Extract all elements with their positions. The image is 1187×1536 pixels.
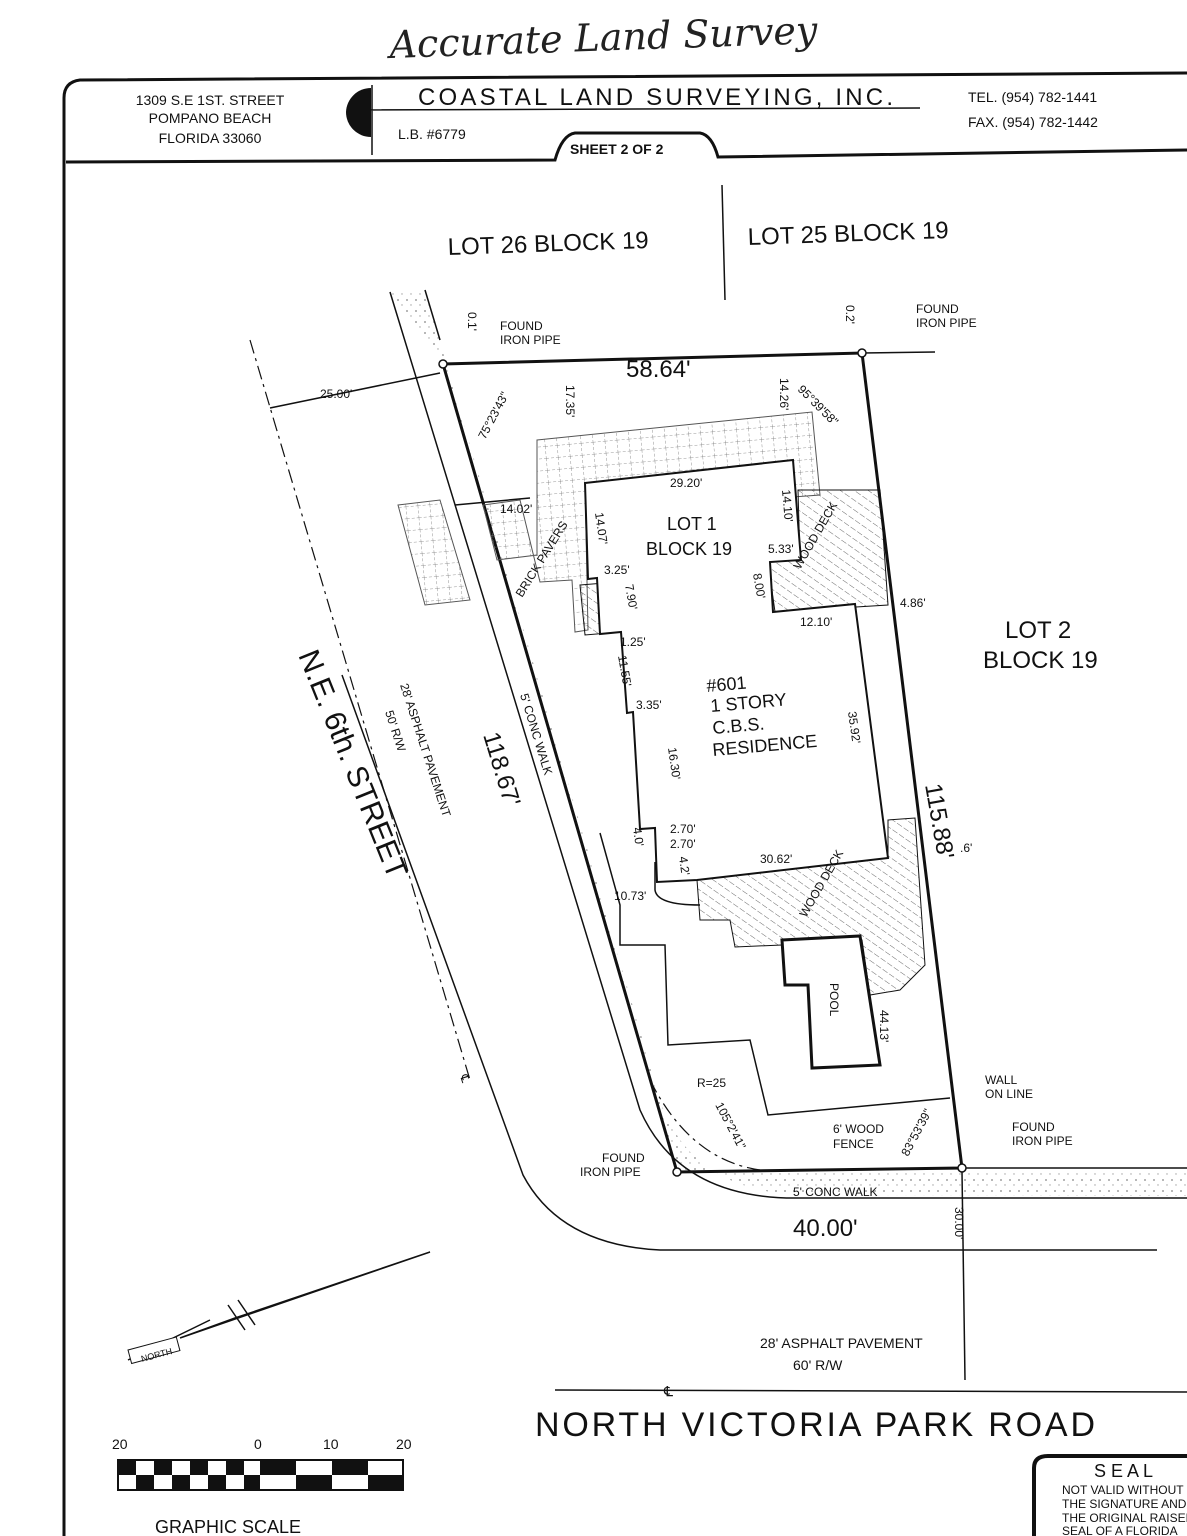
residence-footprint <box>583 458 890 884</box>
lot-25-label: LOT 25 BLOCK 19 <box>747 217 949 251</box>
wood-fence <box>454 497 951 1116</box>
dimension: 5.33' <box>768 542 794 556</box>
company-name: COASTAL LAND SURVEYING, INC. <box>418 84 893 111</box>
license-number: L.B. #6779 <box>398 126 466 142</box>
dimension: 30.00' <box>952 1207 966 1239</box>
seal-text: THE ORIGINAL RAISED <box>1062 1511 1187 1525</box>
telephone: TEL. (954) 782-1441 <box>968 89 1097 105</box>
dimension: 10.73' <box>614 889 646 903</box>
north-line-dimension: 58.64' <box>626 356 691 383</box>
dimension: 0.2' <box>843 305 857 324</box>
angle: 75°23'43" <box>475 389 511 441</box>
dimension: 8.00' <box>750 572 768 600</box>
dimension: 14.07' <box>592 511 610 545</box>
dimension: 30.62' <box>760 852 792 866</box>
dimension: 14.26' <box>777 378 791 410</box>
fax: FAX. (954) 782-1442 <box>968 114 1098 130</box>
iron-pipe-icon <box>438 359 448 369</box>
dimension: 17.35' <box>563 385 577 417</box>
residence-label: C.B.S. <box>712 714 766 738</box>
dimension: 2.70' <box>670 837 696 851</box>
dimension: 44.13' <box>877 1010 891 1042</box>
street-pavement: 28' ASPHALT PAVEMENT <box>760 1335 923 1351</box>
dimension: 7.90' <box>622 583 640 611</box>
label: IRON PIPE <box>500 333 561 347</box>
dimension: 12.10' <box>800 615 832 629</box>
scale-tick: 20 <box>112 1436 128 1452</box>
label: WALL <box>985 1073 1018 1087</box>
lot-1-block: BLOCK 19 <box>646 539 732 559</box>
address-line: 1309 S.E 1ST. STREET <box>136 92 285 108</box>
dimension: 4.0' <box>630 826 647 847</box>
seal-text: THE SIGNATURE AND <box>1062 1497 1187 1511</box>
dimension: 1.25' <box>620 635 646 649</box>
label: IRON PIPE <box>1012 1134 1073 1148</box>
scale-tick: 0 <box>254 1436 262 1452</box>
street-name-north-victoria-park: NORTH VICTORIA PARK ROAD <box>535 1406 1095 1444</box>
iron-pipe-icon <box>857 348 867 358</box>
scale-tick: 10 <box>323 1436 339 1452</box>
seal-text: SEAL OF A FLORIDA <box>1062 1524 1178 1536</box>
seal-title: S E A L <box>1094 1461 1153 1481</box>
west-line-dimension: 118.67' <box>477 729 525 810</box>
seal-text: NOT VALID WITHOUT <box>1062 1483 1184 1497</box>
street-pavement: 28' ASPHALT PAVEMENT <box>397 682 454 820</box>
label: R=25 <box>697 1076 726 1090</box>
label: FOUND <box>1012 1120 1055 1134</box>
dimension: 25.00' <box>320 387 352 401</box>
dimension: 14.10' <box>779 489 796 522</box>
dimension: 16.30' <box>665 746 683 780</box>
north-arrow-icon: NORTH <box>127 1251 431 1365</box>
pool <box>780 934 882 1070</box>
centerline-symbol: ℄ <box>663 1383 673 1399</box>
label: FOUND <box>500 319 543 333</box>
seal-box: S E A L NOT VALID WITHOUT THE SIGNATURE … <box>1032 1454 1187 1536</box>
street-right-of-way: 60' R/W <box>793 1357 843 1373</box>
scale-title: GRAPHIC SCALE <box>155 1517 301 1536</box>
street-name-ne-6th: N.E. 6th. STREET <box>292 645 414 883</box>
centerline-symbol: ℄ <box>457 1072 473 1085</box>
iron-pipe-icon <box>672 1167 682 1177</box>
label: 6' WOOD <box>833 1122 884 1136</box>
dimension: 3.35' <box>636 698 662 712</box>
title-block: 1309 S.E 1ST. STREET POMPANO BEACH FLORI… <box>62 71 1187 1536</box>
label: FOUND <box>602 1151 645 1165</box>
dimension: 11.55' <box>615 654 634 687</box>
label: IRON PIPE <box>916 316 977 330</box>
scale-tick: 20 <box>396 1436 412 1452</box>
lot-26-label: LOT 26 BLOCK 19 <box>447 227 649 261</box>
label: ON LINE <box>985 1087 1033 1101</box>
label: FENCE <box>833 1137 874 1151</box>
dimension: 14.02' <box>500 502 532 516</box>
logo-icon <box>346 87 371 112</box>
residence-label: #601 <box>706 673 748 696</box>
dimension: 3.25' <box>604 563 630 577</box>
handwritten-note: Accurate Land Survey <box>386 8 819 67</box>
dimension: 29.20' <box>670 476 702 490</box>
dimension: 4.2' <box>676 855 693 876</box>
label: FOUND <box>916 302 959 316</box>
iron-pipe-icon <box>957 1163 967 1173</box>
label: IRON PIPE <box>580 1165 641 1179</box>
dimension: 2.70' <box>670 822 696 836</box>
graphic-scale: 20 0 10 20 GRAPHIC SCALE <box>112 1436 412 1536</box>
east-line-dimension: 115.88' <box>919 781 959 861</box>
dimension: 0.1' <box>465 312 479 331</box>
south-line-dimension: 40.00' <box>793 1215 858 1242</box>
street-right-of-way: 50' R/W <box>382 709 409 754</box>
sheet-number: SHEET 2 OF 2 <box>570 141 664 157</box>
address-line: FLORIDA 33060 <box>159 130 262 146</box>
label: 5' CONC WALK <box>793 1185 878 1199</box>
angle: 105°2'41" <box>712 1100 748 1152</box>
dimension: 4.86' <box>900 596 926 610</box>
dimension: .6' <box>960 841 972 855</box>
lot-2-label: LOT 2 <box>1005 617 1071 644</box>
angle: 83°53'39" <box>898 1106 934 1158</box>
lot-1-label: LOT 1 <box>667 514 717 534</box>
label: POOL <box>827 983 841 1017</box>
dimension: 35.92' <box>845 710 863 744</box>
lot-2-block: BLOCK 19 <box>983 647 1098 674</box>
address-line: POMPANO BEACH <box>149 110 272 126</box>
